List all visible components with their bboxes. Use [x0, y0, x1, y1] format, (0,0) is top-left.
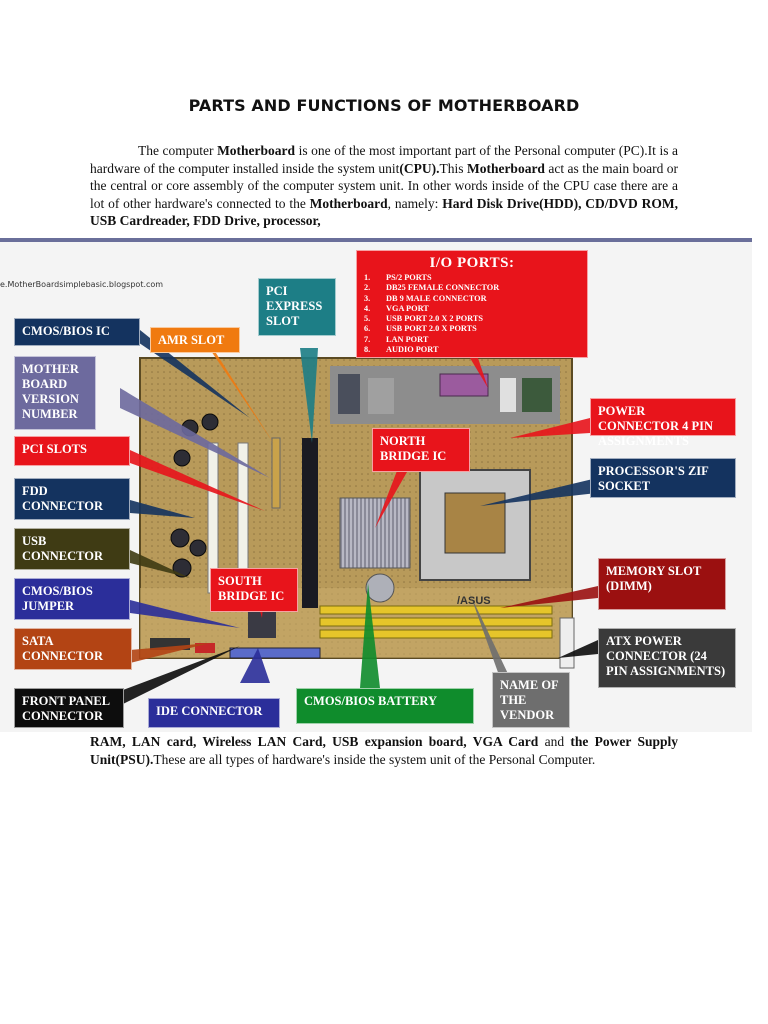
intro-paragraph: The computer Motherboard is one of the m… — [90, 143, 678, 229]
io-port-text: LAN PORT — [386, 334, 429, 344]
io-port-item: 1. PS/2 PORTS — [364, 273, 580, 283]
label-name-of-vendor: NAME OF THE VENDOR — [492, 672, 570, 728]
io-port-number: 5. — [364, 314, 371, 324]
io-port-number: 6. — [364, 324, 371, 334]
io-port-number: 1. — [364, 273, 371, 282]
label-north-bridge: NORTH BRIDGE IC — [372, 428, 470, 472]
io-port-text: USB PORT 2.0 X 2 PORTS — [386, 314, 483, 324]
label-front-panel: FRONT PANEL CONNECTOR — [14, 688, 124, 728]
label-cmos-bios-battery: CMOS/BIOS BATTERY — [296, 688, 474, 724]
io-port-item: 5. USB PORT 2.0 X 2 PORTS — [364, 314, 580, 324]
closing-paragraph: RAM, LAN card, Wireless LAN Card, USB ex… — [90, 734, 679, 767]
io-port-text: VGA PORT — [386, 303, 429, 313]
io-port-item: 4. VGA PORT — [364, 303, 580, 314]
io-port-text: PS/2 PORTS — [386, 273, 432, 282]
io-port-number: 7. — [364, 334, 371, 344]
label-cmos-bios-jumper: CMOS/BIOS JUMPER — [14, 578, 130, 620]
label-ide-connector: IDE CONNECTOR — [148, 698, 280, 728]
io-port-number: 3. — [364, 293, 371, 303]
io-port-text: USB PORT 2.0 X PORTS — [386, 324, 477, 334]
label-sata-connector: SATA CONNECTOR — [14, 628, 132, 670]
io-ports-heading: I/O PORTS: — [429, 255, 515, 271]
label-pci-slots: PCI SLOTS — [14, 436, 130, 466]
motherboard-figure: /ASUS e.MotherBoardsimplebasic.blogspot.… — [0, 238, 752, 732]
label-power-connector: POWER CONNECTOR 4 PIN ASSIGNMENTS — [590, 398, 736, 448]
label-cmos-bios-ic: CMOS/BIOS IC — [14, 318, 140, 346]
label-usb-connector: USB CONNECTOR — [14, 528, 130, 570]
io-port-item: 2. DB25 FEMALE CONNECTOR — [364, 283, 580, 293]
label-memory-slot: MEMORY SLOT (DIMM) — [598, 558, 726, 610]
io-ports-list: 1. PS/2 PORTS 2. DB25 FEMALE CONNECTOR 3. DB … — [364, 273, 580, 355]
io-port-number: 4. — [364, 303, 371, 313]
label-fdd-connector: FDD CONNECTOR — [14, 478, 130, 520]
label-processor-socket: PROCESSOR'S ZIF SOCKET — [590, 458, 736, 498]
io-port-number: 8. — [364, 345, 371, 355]
io-port-text: DB 9 MALE CONNECTOR — [386, 293, 487, 303]
page-title: PARTS AND FUNCTIONS OF MOTHERBOARD — [188, 96, 580, 115]
io-port-text: DB25 FEMALE CONNECTOR — [386, 283, 500, 293]
label-atx-power: ATX POWER CONNECTOR (24 PIN ASSIGNMENTS) — [598, 628, 736, 688]
io-port-item: 7. LAN PORT — [364, 334, 580, 345]
watermark: e.MotherBoardsimplebasic.blogspot.com — [0, 280, 164, 289]
io-port-item: 3. DB 9 MALE CONNECTOR — [364, 293, 580, 304]
label-amr-slot: AMR SLOT — [150, 327, 240, 353]
io-port-text: AUDIO PORT — [386, 345, 439, 355]
io-ports-label: I/O PORTS: 1. PS/2 PORTS 2. DB25 FEMALE CON… — [356, 250, 588, 358]
io-port-item: 8. AUDIO PORT — [364, 345, 580, 355]
label-pci-express: PCI EXPRESS SLOT — [258, 278, 336, 336]
io-port-number: 2. — [364, 283, 371, 293]
label-south-bridge: SOUTH BRIDGE IC — [210, 568, 298, 612]
io-port-item: 6. USB PORT 2.0 X PORTS — [364, 324, 580, 334]
label-motherboard-version: MOTHER BOARD VERSION NUMBER — [14, 356, 96, 430]
board-brand: /ASUS — [457, 595, 491, 607]
